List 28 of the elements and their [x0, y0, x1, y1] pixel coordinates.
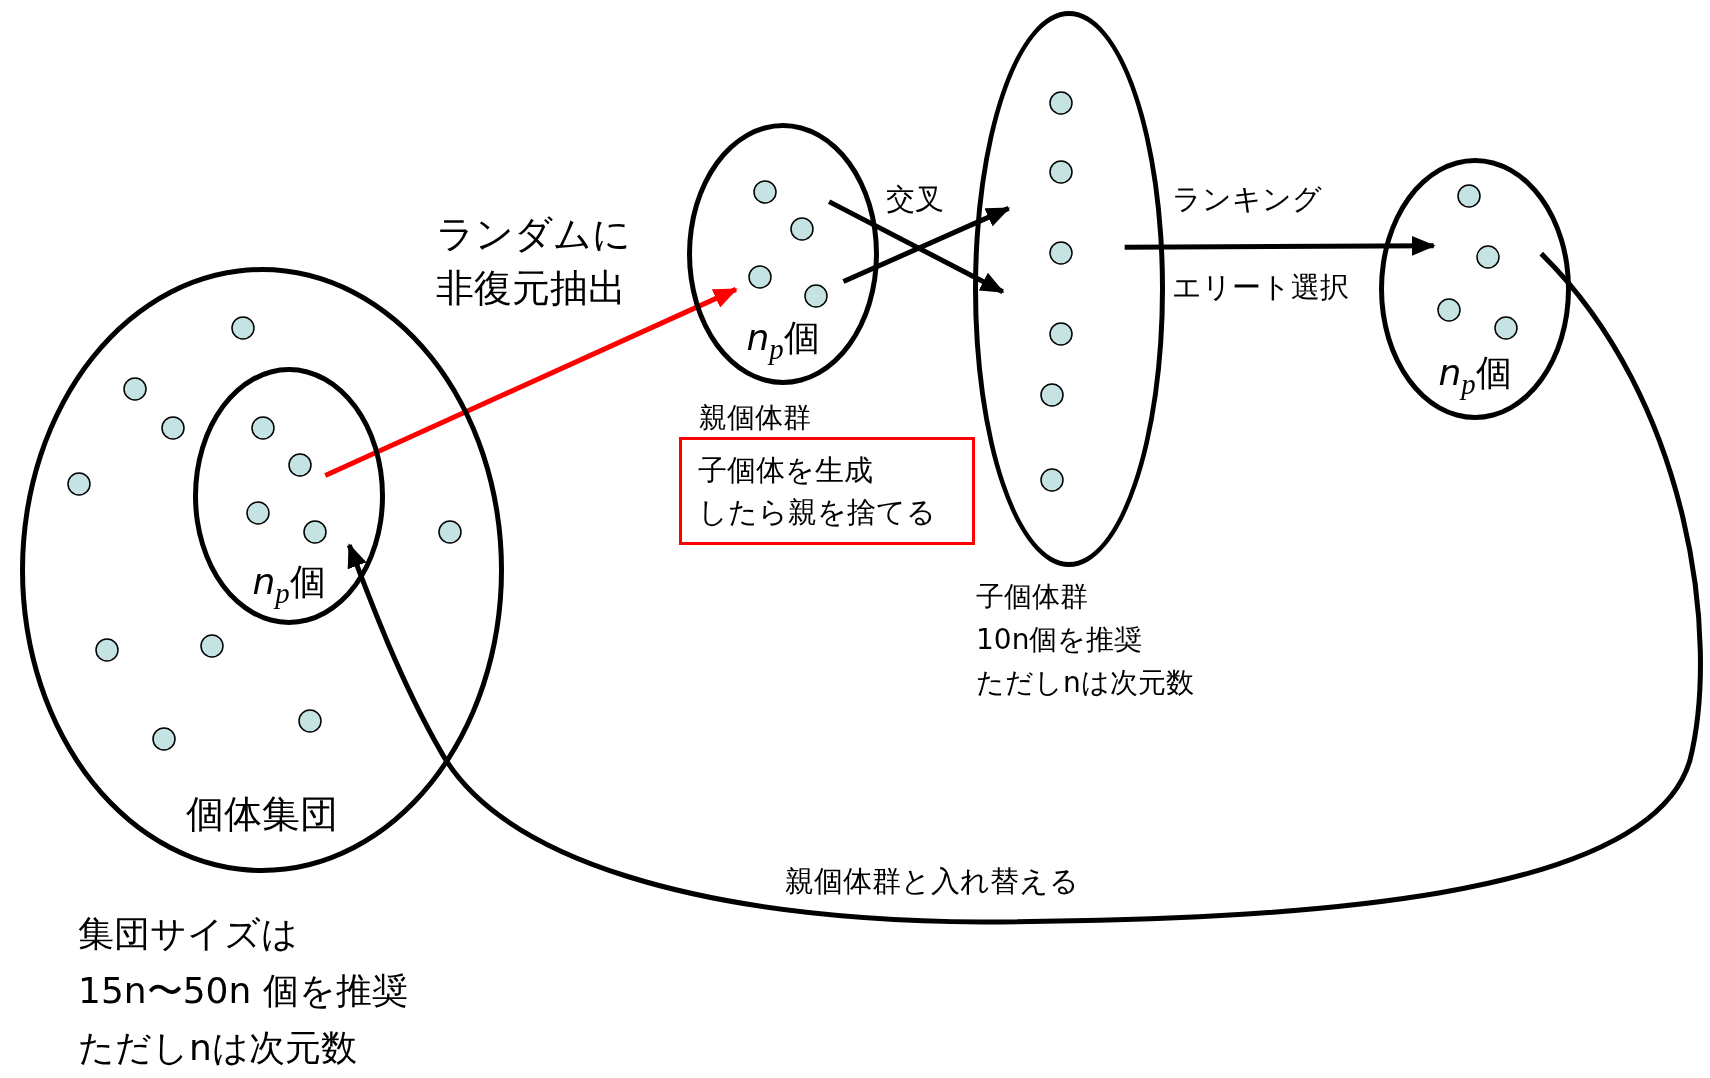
arrow	[842, 206, 1011, 284]
caption-text: 15n〜50n 個を推奨	[78, 969, 408, 1013]
note-box	[679, 437, 975, 545]
arrow	[827, 199, 1005, 294]
note-text: 子個体を生成	[698, 452, 874, 489]
ellipse	[687, 123, 879, 385]
edge-label: 交叉	[886, 181, 944, 218]
ellipse	[1379, 158, 1571, 420]
ellipse	[193, 367, 385, 625]
edge-caption: エリート選択	[1172, 269, 1349, 306]
caption-text: 子個体群	[976, 579, 1088, 615]
edge-label: 親個体群と入れ替える	[785, 863, 1079, 900]
node-label: 個体集団	[185, 790, 339, 838]
node-label: n$_{p}$個	[745, 316, 821, 366]
edge-label: ランキング	[1172, 181, 1322, 218]
edge-label: ランダムに非復元抽出	[436, 211, 632, 312]
arrow	[324, 287, 738, 478]
ellipse	[973, 11, 1165, 567]
arrow	[346, 251, 1703, 925]
arrow	[1124, 235, 1436, 256]
caption-text: 親個体群	[699, 400, 811, 436]
caption-text: 10n個を推奨	[976, 622, 1143, 658]
node-label: n$_{p}$個	[1437, 351, 1513, 401]
caption-text: ただしnは次元数	[976, 665, 1194, 701]
caption-text: ただしnは次元数	[78, 1026, 357, 1070]
node-label: n$_{p}$個	[251, 560, 327, 610]
note-text: したら親を捨てる	[698, 494, 937, 531]
caption-text: 集団サイズは	[78, 912, 298, 956]
